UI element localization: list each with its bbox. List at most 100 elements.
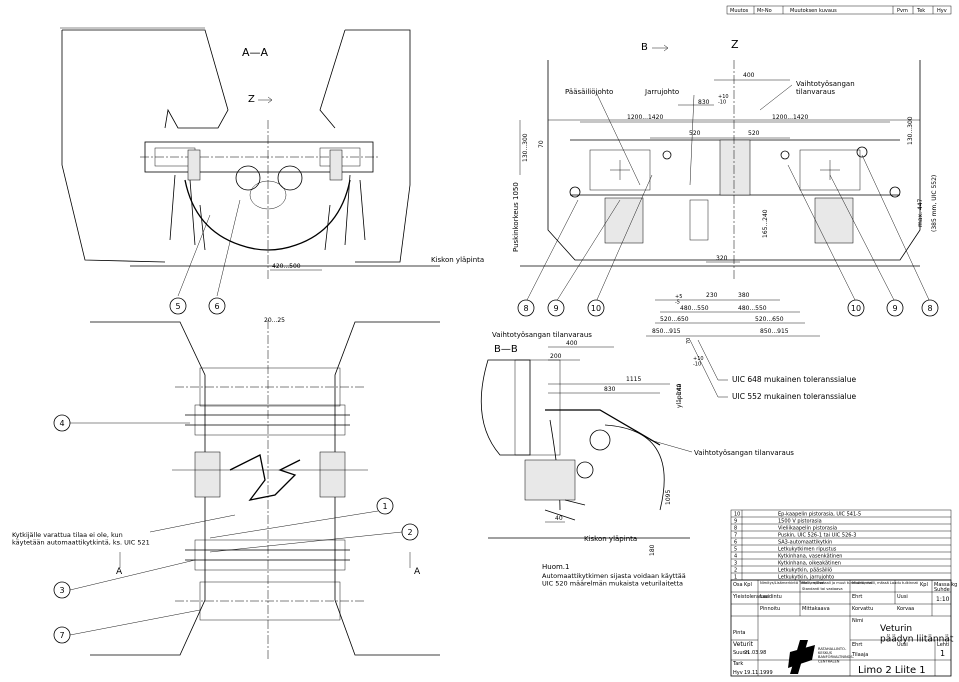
dim-520-650-right: 520...650 [755, 316, 784, 323]
parts-row-number: 8 [734, 526, 737, 532]
label-vaihtotyo-mid: Vaihtotyösangan tilanvaraus [492, 331, 592, 339]
view-plan: 20...25 A A Kytkijälle varattua tilaa ei… [12, 317, 440, 660]
rev-col-muutos: Muutos [730, 8, 749, 14]
parts-row-number: 3 [734, 561, 737, 567]
tb-suunn: Suunn [733, 650, 749, 656]
dim-380: 380 [738, 292, 750, 299]
dim-480-550-left: 480...550 [680, 305, 709, 312]
callout-number: 10 [591, 304, 601, 313]
revision-header: Muutos Mr-No Muutoksen kuvaus Pvm Tek Hy… [726, 5, 952, 15]
callout-number: 6 [214, 302, 219, 311]
text-line: +10 [693, 356, 704, 362]
text-line: tilanvaraus [796, 88, 835, 96]
label-puskinkorkeus: Puskinkorkeus 1050 [512, 182, 520, 252]
dim-830-tol: +10-10 [718, 94, 729, 106]
tb-pinta: Pinta [733, 630, 746, 636]
callout-circle [169, 297, 187, 315]
dim-20-25: 20...25 [264, 317, 285, 324]
text-line: -10 [718, 100, 726, 106]
callout-number: 9 [553, 304, 558, 313]
parts-row-text: Letkukytkimen ripustus [778, 547, 837, 553]
dim-320: 320 [716, 255, 728, 262]
tolerance-dims: 230 380 480...550 480...550 +5-5 520...6… [646, 292, 856, 401]
callout-circle [401, 523, 419, 541]
tb-malli: Malli, materiaali ja muut tunnistetiedot [802, 581, 873, 585]
callout-circle [53, 414, 71, 432]
parts-row-text: Ep-kaapelin pistorasia, UIC 541-5 [778, 512, 861, 518]
dim-max-447: max. 447 [917, 198, 924, 227]
rev-col-tek: Tek [916, 8, 925, 14]
tb-drawing-number: Limo 2 Liite 1 [858, 665, 926, 676]
tb-massa: Massa kg [934, 582, 957, 588]
tb-korvattu: Korvattu [852, 606, 873, 612]
dim-850-915-left: 850...915 [652, 328, 681, 335]
dim-400-bb: 400 [566, 340, 578, 347]
tb-standardi: Standardi tai vastaava [802, 587, 843, 591]
text-line: +10 [718, 94, 729, 100]
parts-row-text: Letkukytkin, jarrujohto [778, 575, 834, 581]
tb-suhde-label: Suhde [934, 587, 950, 593]
text-line: BANFÖRVALTNINGS- [818, 654, 855, 659]
text-line: -10 [693, 362, 701, 368]
tb-hyv: Hyv [733, 670, 743, 676]
callout-number: 2 [407, 528, 412, 537]
text-line: käytetään automaattikytkintä, ks. UIC 52… [12, 539, 150, 547]
rev-col-pvm: Pvm [897, 8, 908, 14]
dim-385-uic552: (385 mm, UIC 552) [931, 175, 938, 232]
callout-leaders [69, 154, 931, 636]
callout-circle [517, 299, 535, 317]
tb-tark: Tark [732, 661, 743, 667]
label-kiskon-top: Kiskon yläpinta [431, 256, 484, 264]
dim-70-side: 70 [686, 338, 692, 344]
parts-row-number: 7 [734, 533, 737, 539]
tb-nimitys: Nimitys/Lisämerkintä Tekninen/Osat [760, 581, 825, 585]
callout-circle [847, 299, 865, 317]
dim-200: 200 [550, 353, 562, 360]
tb-yleistoleranssi: Yleistoleranssi [732, 594, 769, 600]
callout-circle [53, 626, 71, 644]
dim-1115: 1115 [626, 376, 641, 383]
view-z: Z B 400 830 +10-10 1200...1420 1200...14… [520, 38, 938, 280]
rev-col-hyv: Hyv [937, 8, 947, 14]
callout-circle [886, 299, 904, 317]
parts-row-number: 9 [734, 519, 737, 525]
callout-number: 3 [59, 586, 64, 595]
label-uic648: UIC 648 mukainen toleranssialue [732, 375, 856, 384]
label-vaihtotyo-bb: Vaihtotyösangan tilanvaraus [694, 449, 794, 457]
dim-180: 180 [649, 544, 656, 556]
dim-10-tol: +10-10 [693, 356, 704, 368]
dim-830-top: 830 [698, 99, 710, 106]
text-line: CENTRALEN [818, 659, 840, 663]
tb-lehti-label: Lehti [937, 642, 949, 648]
view-z-label: Z [731, 38, 739, 51]
dim-130-300-left: 130...300 [522, 133, 529, 162]
dim-400-top: 400 [743, 72, 755, 79]
callout-circle [376, 497, 394, 515]
tb-pinnoitu: Pinnoitu [760, 606, 780, 612]
callout-number: 9 [892, 304, 897, 313]
dim-520-right: 520 [748, 130, 760, 137]
parts-row-number: 4 [734, 554, 737, 560]
tb-osa: Osa [733, 582, 743, 588]
callout-circle [921, 299, 939, 317]
label-jarrujohto: Jarrujohto [644, 88, 679, 96]
callout-number: 4 [59, 419, 64, 428]
tb-suunn-date: 21.03.98 [744, 650, 766, 656]
view-section-aa: A—A Z 420...500 130...300 70 Kiskon yläp… [60, 27, 545, 280]
view-b-arrow: B [641, 42, 648, 53]
dim-480-tol: +5-5 [675, 294, 682, 306]
parts-row-text: Kytkinhana, oikeakätinen [778, 561, 841, 567]
parts-row-text: 1500 V pistorasia [778, 519, 822, 525]
tb-lehti: 1 [940, 649, 945, 658]
marker-a-right: A [414, 567, 421, 577]
title-block: Osa Kpl Nimitys/Lisämerkintä Tekninen/Os… [730, 579, 957, 677]
callout-circle [587, 299, 605, 317]
note-huom-text: Automaattikytkimen sijasta voidaan käytt… [542, 572, 686, 588]
label-ylapinta: yläpinta [676, 383, 683, 408]
label-uic552: UIC 552 mukainen toleranssialue [732, 392, 856, 401]
